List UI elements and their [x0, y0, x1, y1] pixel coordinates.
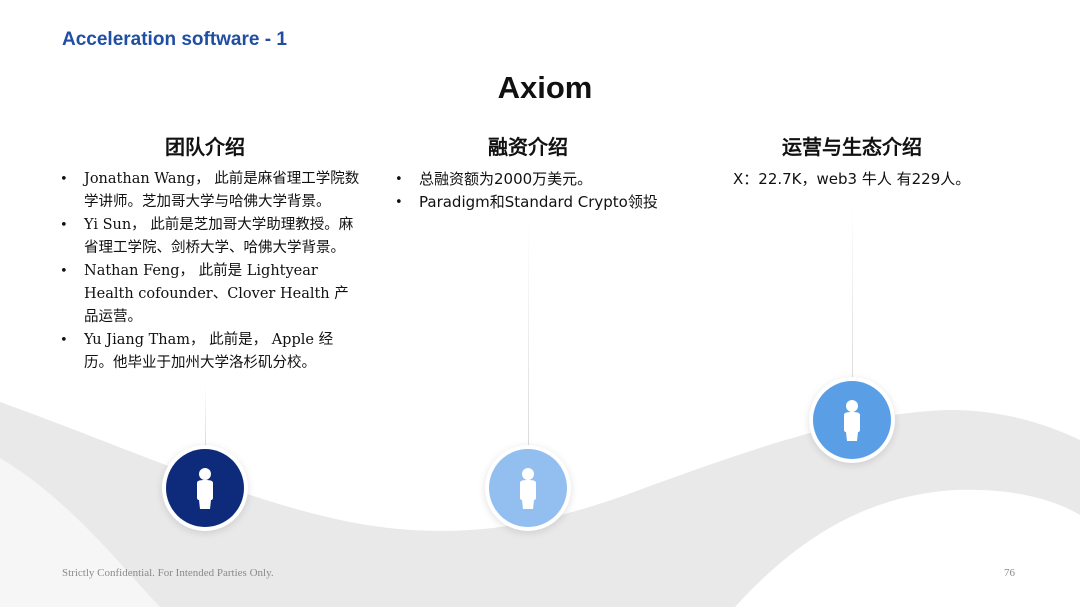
operations-text: X：22.7K，web3 牛人 有229人。: [733, 170, 971, 188]
funding-list: 总融资额为2000万美元。 Paradigm和Standard Crypto领投: [395, 168, 696, 214]
funding-heading: 融资介绍: [488, 135, 568, 159]
page-title: Axiom: [497, 70, 593, 105]
guide-line-funding: [528, 220, 529, 445]
list-item: Nathan Feng， 此前是 Lightyear Health cofoun…: [60, 260, 361, 329]
list-item: Yi Sun， 此前是芝加哥大学助理教授。麻省理工学院、剑桥大学、哈佛大学背景。: [60, 214, 361, 260]
funding-badge: [485, 445, 571, 531]
page-number: 76: [1004, 567, 1015, 579]
person-icon: [197, 468, 213, 509]
list-item: Yu Jiang Tham， 此前是， Apple 经历。他毕业于加州大学洛杉矶…: [60, 329, 361, 375]
operations-badge: [809, 377, 895, 463]
team-list: Jonathan Wang， 此前是麻省理工学院数学讲师。芝加哥大学与哈佛大学背…: [60, 168, 361, 375]
person-icon: [844, 400, 860, 441]
confidential-note: Strictly Confidential. For Intended Part…: [62, 567, 274, 579]
list-item: Paradigm和Standard Crypto领投: [395, 191, 696, 214]
team-badge: [162, 445, 248, 531]
guide-line-operations: [852, 205, 853, 380]
team-heading: 团队介绍: [165, 135, 245, 159]
guide-line-team: [205, 385, 206, 445]
list-item: Jonathan Wang， 此前是麻省理工学院数学讲师。芝加哥大学与哈佛大学背…: [60, 168, 361, 214]
section-label: Acceleration software - 1: [62, 29, 287, 50]
list-item: 总融资额为2000万美元。: [395, 168, 696, 191]
operations-heading: 运营与生态介绍: [782, 135, 922, 159]
person-icon: [520, 468, 536, 509]
